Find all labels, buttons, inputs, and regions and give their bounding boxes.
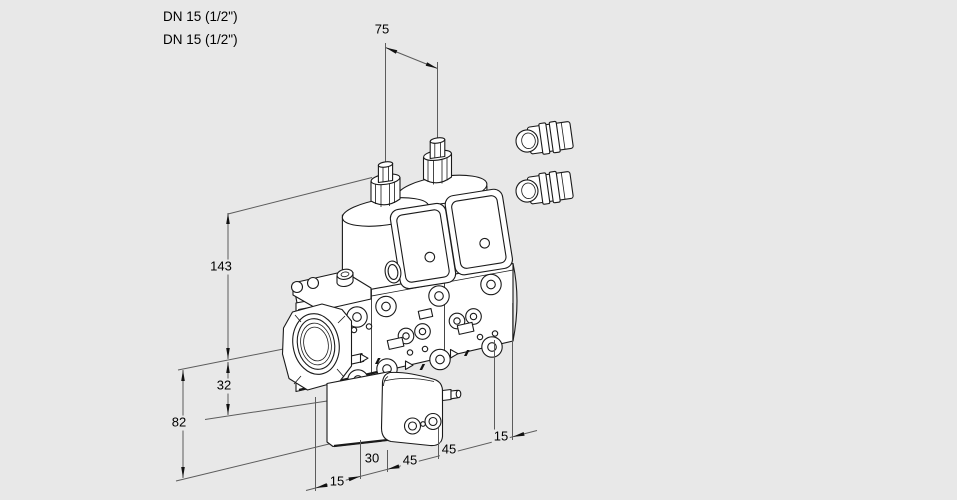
inlet-flange	[281, 268, 372, 391]
sight-glasses	[403, 412, 442, 435]
cable-gland-2	[515, 170, 574, 205]
seat-screws	[397, 308, 482, 345]
threaded-bore	[292, 313, 340, 375]
test-nipple	[441, 388, 462, 402]
dim-label-45-b: 45	[439, 441, 459, 458]
cable-entry	[384, 260, 402, 284]
dim-label-143: 143	[208, 258, 234, 275]
flow-direction-marks	[359, 348, 470, 371]
test-points	[348, 308, 499, 365]
adjustment-cap-2	[422, 137, 453, 185]
dim-label-30: 30	[362, 450, 382, 467]
cable-gland-1	[515, 120, 574, 155]
dim-label-15-left: 15	[327, 473, 347, 490]
chain-extension-lines	[315, 303, 513, 491]
bottom-manifold	[326, 370, 462, 448]
port-size-label-1: DN 15 (1/2")	[163, 9, 238, 24]
coil-cover-1	[389, 202, 457, 290]
valve-illustration	[281, 120, 574, 448]
dim-label-82: 82	[169, 414, 189, 431]
dim-label-75: 75	[374, 21, 390, 37]
port-size-label-2: DN 15 (1/2")	[163, 32, 238, 47]
dim-label-15-right: 15	[491, 428, 511, 445]
dim-label-32: 32	[214, 377, 234, 394]
dim-label-45-a: 45	[400, 452, 420, 469]
adjustment-cap-1	[370, 161, 401, 207]
